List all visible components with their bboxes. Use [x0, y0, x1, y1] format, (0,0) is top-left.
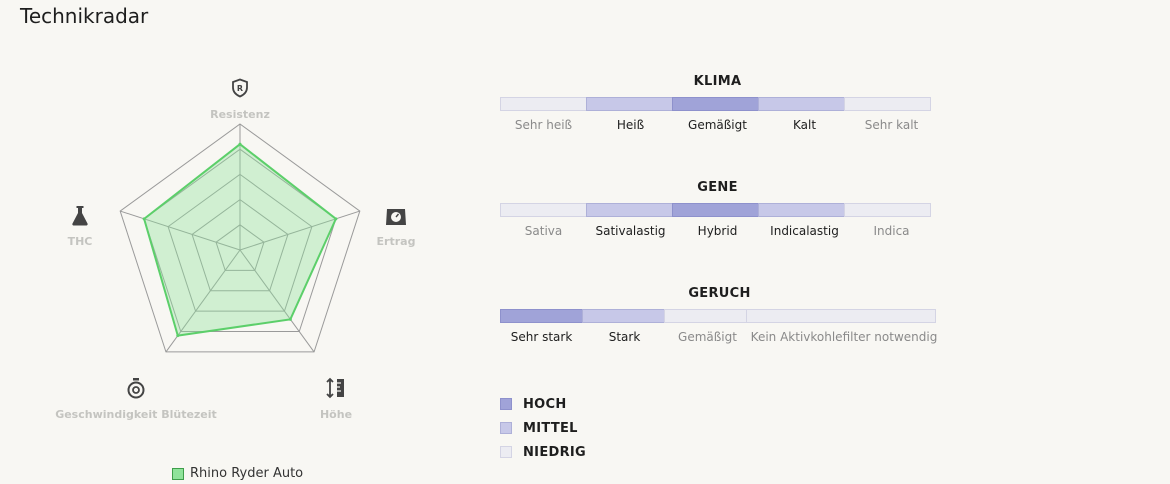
radar-legend: Rhino Ryder Auto [172, 466, 303, 481]
scale-bar [500, 309, 936, 323]
scale-segment [672, 203, 759, 217]
scale-label: Gemäßigt [688, 118, 747, 132]
scale-segment [500, 309, 583, 323]
radar-series-0 [142, 142, 338, 337]
scale-label: Sativa [524, 224, 563, 238]
radar-ring-3 [167, 173, 313, 312]
stopwatch-icon [126, 377, 146, 403]
radar-legend-swatch [172, 467, 184, 480]
scale-label: Kein Aktivkohlefilter notwendig [750, 330, 938, 344]
level-legend-row-mid: MITTEL [500, 416, 586, 440]
scale-segment [500, 203, 587, 217]
scale-segment [758, 203, 845, 217]
scale-label: Heiß [616, 118, 645, 132]
scale-title: KLIMA [693, 74, 742, 89]
radar-axis-label: Resistenz [210, 108, 270, 121]
scale-segment [844, 203, 931, 217]
flask-icon [70, 205, 90, 231]
level-legend: HOCH MITTEL NIEDRIG [500, 392, 586, 464]
scale-segment [582, 309, 665, 323]
level-label-mid: MITTEL [523, 420, 578, 436]
svg-text:R: R [237, 84, 243, 93]
radar-ring-2 [191, 198, 289, 292]
scale-geruch: GERUCH Sehr stark Stark Gemäßigt Kein Aktivk… [500, 286, 939, 356]
radar-chart [119, 123, 361, 353]
radar-spoke-2 [239, 249, 315, 353]
scale-label: Sehr stark [510, 330, 573, 344]
level-label-low: NIEDRIG [523, 444, 587, 460]
scale-label: Indica [873, 224, 910, 238]
radar-ring-1 [215, 224, 265, 271]
height-ruler-icon [325, 377, 347, 403]
scale-segment [746, 309, 936, 323]
scale-bar [500, 97, 931, 111]
level-legend-row-low: NIEDRIG [500, 440, 586, 464]
scale-segment [672, 97, 759, 111]
scale-label: Sehr heiß [514, 118, 573, 132]
scale-gene: GENE Sativa Sativalastig Hybrid Indicalastig… [500, 180, 935, 250]
scale-segment [500, 97, 587, 111]
scale-segment [586, 203, 673, 217]
radar-point-1 [334, 217, 338, 221]
level-swatch-mid [500, 422, 512, 434]
radar-point-2 [288, 317, 292, 321]
level-label-high: HOCH [523, 396, 567, 412]
scale-label: Stark [608, 330, 641, 344]
scale-bar [500, 203, 931, 217]
radar-ring-5 [119, 123, 361, 353]
scale-label: Gemäßigt [678, 330, 737, 344]
scale-label: Indicalastig [770, 224, 839, 238]
page-title: Technikradar [20, 4, 149, 28]
scale-label: Sehr kalt [864, 118, 919, 132]
radar-axis-label: Höhe [319, 408, 353, 421]
scale-label: Sativalastig [595, 224, 666, 238]
scale-segment [758, 97, 845, 111]
scale-weight-icon [384, 205, 408, 231]
radar-point-3 [176, 334, 180, 338]
radar-spoke-4 [120, 210, 241, 251]
scale-label: Hybrid [697, 224, 738, 238]
scale-klima: KLIMA Sehr heiß Heiß Gemäßigt Kalt Sehr kalt [500, 74, 935, 144]
radar-axis-label: Ertrag [376, 235, 416, 248]
scale-segment [664, 309, 747, 323]
level-swatch-low [500, 446, 512, 458]
shield-r-icon: R [230, 78, 250, 102]
radar-legend-label: Rhino Ryder Auto [190, 466, 304, 481]
scale-title: GERUCH [688, 286, 751, 301]
scale-segment [844, 97, 931, 111]
radar-point-4 [142, 217, 146, 221]
radar-axis-label: THC [67, 235, 93, 248]
radar-spoke-1 [239, 210, 360, 251]
scale-title: GENE [697, 180, 738, 195]
radar-point-0 [238, 142, 242, 146]
level-swatch-high [500, 398, 512, 410]
scale-label: Kalt [792, 118, 817, 132]
radar-axis-label: Geschwindigkeit Blütezeit [55, 408, 217, 421]
level-legend-row-high: HOCH [500, 392, 586, 416]
scale-segment [586, 97, 673, 111]
